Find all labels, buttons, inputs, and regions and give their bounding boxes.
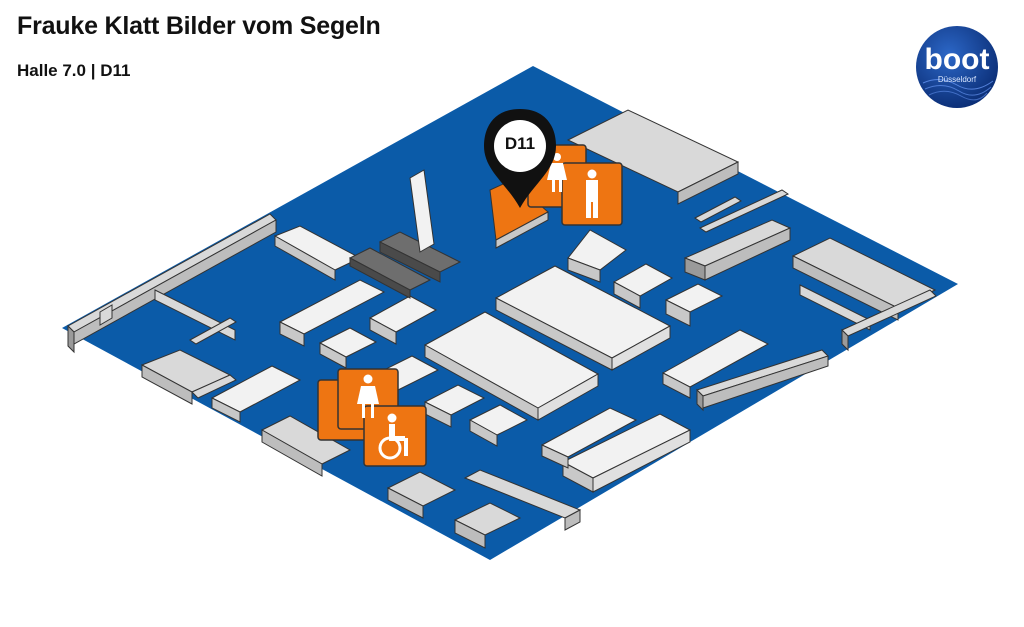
female-toilet-icon [357,374,379,418]
female-toilet-icon [547,153,567,192]
booth-blocks [210,169,770,493]
location-pin-icon[interactable] [484,109,556,208]
hall-walls [67,109,937,549]
logo-subtext: Düsseldorf [937,75,977,84]
page-title: Frauke Klatt Bilder vom Segeln [17,12,381,40]
booth-location: Halle 7.0 | D11 [17,61,131,80]
boot-logo: boot Düsseldorf [915,25,999,109]
logo-text: boot [924,43,990,76]
pin-label: D11 [504,134,536,153]
wheelchair-toilet-icon [378,413,408,460]
restroom-icons-bottom [317,368,427,467]
booth-d11-side [495,211,549,249]
male-toilet-icon [586,169,598,218]
